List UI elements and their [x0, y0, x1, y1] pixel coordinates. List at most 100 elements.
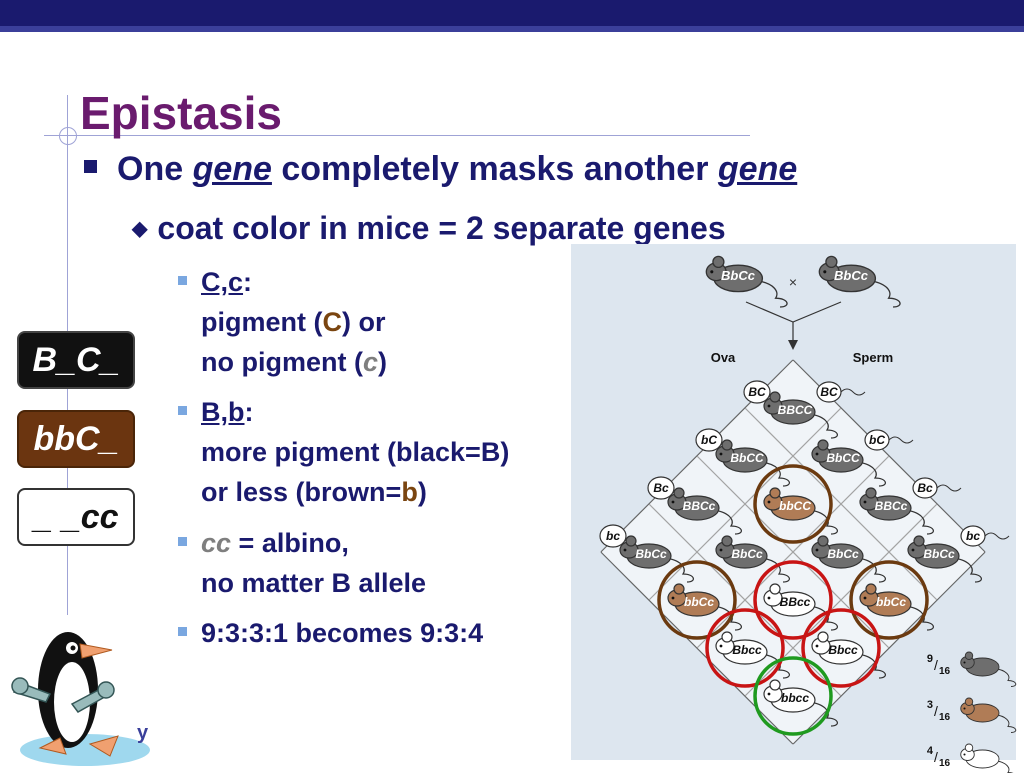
- offspring-mouse-15: [715, 631, 790, 679]
- sub1-allele-C: C: [322, 307, 343, 337]
- highlight-ring-15: [705, 608, 785, 688]
- offspring-mouse-5: [763, 487, 838, 535]
- offspring-mouse-12: [763, 583, 838, 631]
- offspring-mouse-6: [667, 487, 742, 535]
- genotype-box-black: B_C_: [17, 331, 135, 389]
- sub3-line1b: = albino,: [231, 528, 349, 558]
- bullet1-text-a: One: [117, 150, 193, 188]
- offspring-mouse-7: [907, 535, 982, 583]
- parent-mouse-1: [705, 255, 788, 308]
- offspring-genotype-11: bbCc: [876, 595, 906, 609]
- offspring-genotype-15: Bbcc: [732, 643, 762, 657]
- ova-gamete-circle-4: [599, 524, 627, 548]
- sub3-line2: no matter B allele: [201, 568, 427, 598]
- sub1-allele-c: c: [362, 347, 379, 377]
- bullet1-gene-2: gene: [717, 150, 798, 188]
- top-banner: [0, 0, 1024, 26]
- sperm-tail-1: [840, 388, 866, 396]
- offspring-genotype-16: bbcc: [781, 691, 809, 705]
- highlight-ring-13: [657, 560, 737, 640]
- offspring-mouse-10: [619, 535, 694, 583]
- ova-gamete-1: BC: [748, 385, 766, 399]
- sperm-gamete-2: bC: [869, 433, 885, 447]
- offspring-mouse-11: [859, 583, 934, 631]
- ratio-denominator-3: 16: [939, 758, 951, 769]
- sub2-allele-b: b: [401, 477, 418, 507]
- offspring-mouse-4: [859, 487, 934, 535]
- sub1-line3b: ): [378, 347, 388, 377]
- sperm-label: Sperm: [853, 350, 893, 365]
- sperm-gamete-4: bc: [966, 529, 980, 543]
- offspring-mouse-13: [667, 583, 742, 631]
- cross-lines: [745, 301, 842, 323]
- cross-symbol: ×: [789, 274, 797, 290]
- slide-title: Epistasis: [80, 87, 282, 139]
- highlight-ring-14: [801, 608, 881, 688]
- bullet-level1: One gene completely masks another gene: [84, 150, 797, 189]
- ratio-slash-1: /: [934, 657, 938, 673]
- offspring-genotype-1: BBCC: [778, 403, 813, 417]
- sub2-line2b: ): [500, 437, 510, 467]
- decor-crosshair-circle: [59, 127, 77, 145]
- highlight-ring-5: [753, 464, 833, 544]
- decor-horizontal-line: [44, 135, 750, 136]
- sub4-text: 9:3:3:1 becomes 9:3:4: [201, 618, 484, 648]
- bullet1-gene-1: gene: [192, 150, 272, 188]
- cross-arrow-head: [788, 340, 798, 350]
- footer-text: y: [137, 722, 149, 744]
- small-square-bullet-icon: [178, 406, 187, 415]
- sub1-line2a: pigment (: [201, 307, 323, 337]
- offspring-genotype-2: BbCC: [826, 451, 860, 465]
- ova-gamete-2: bC: [701, 433, 717, 447]
- parent-mouse-2: [818, 255, 901, 308]
- offspring-genotype-7: BbCc: [923, 547, 955, 561]
- ratio-numerator-2: 3: [927, 699, 933, 711]
- ratio-numerator-1: 9: [927, 653, 933, 665]
- ova-gamete-circle-2: [695, 428, 723, 452]
- sub2-line3a: or less (brown=: [201, 477, 402, 507]
- offspring-genotype-4: BBCc: [875, 499, 908, 513]
- highlight-ring-16: [753, 656, 833, 736]
- ratio-mouse-3: [960, 743, 1014, 773]
- sub2-colon: :: [244, 397, 254, 427]
- highlight-ring-12: [753, 560, 833, 640]
- sub2-line2a: more pigment (black=: [201, 437, 481, 467]
- ratio-numerator-3: 4: [927, 745, 934, 757]
- sperm-gamete-3: Bc: [917, 481, 933, 495]
- sub-bullet-cc: cc = albino, no matter B allele: [178, 523, 426, 603]
- offspring-mouse-8: [811, 535, 886, 583]
- offspring-genotype-8: BbCc: [827, 547, 859, 561]
- parent-genotype-2: BbCc: [834, 268, 869, 283]
- ratio-mouse-1: [960, 651, 1017, 687]
- sperm-tail-2: [888, 436, 914, 444]
- parent-genotype-1: BbCc: [721, 268, 756, 283]
- ratio-denominator-2: 16: [939, 712, 951, 723]
- offspring-genotype-6: BBCc: [683, 499, 716, 513]
- highlight-ring-11: [849, 560, 929, 640]
- sub1-line3a: no pigment (: [201, 347, 363, 377]
- sub2-allele-B: B: [480, 437, 501, 467]
- small-square-bullet-icon: [178, 627, 187, 636]
- sub1-label: C,c: [201, 267, 244, 297]
- ova-gamete-circle-3: [647, 476, 675, 500]
- ova-label: Ova: [711, 350, 736, 365]
- offspring-genotype-5: bbCC: [779, 499, 811, 513]
- small-square-bullet-icon: [178, 537, 187, 546]
- genotype-box-albino: _ _cc: [17, 488, 135, 546]
- ova-gamete-circle-1: [743, 380, 771, 404]
- ratio-mouse-2: [960, 697, 1017, 733]
- sub-bullet-c: C,c: pigment (C) or no pigment (c): [178, 262, 387, 382]
- offspring-mouse-16: [763, 679, 838, 727]
- offspring-genotype-12: BBcc: [780, 595, 811, 609]
- offspring-genotype-13: bbCc: [684, 595, 714, 609]
- sub-bullet-ratio: 9:3:3:1 becomes 9:3:4: [178, 613, 483, 653]
- top-banner-stripe: [0, 26, 1024, 32]
- diamond-bullet-icon: ◆: [132, 218, 148, 240]
- sub3-cc: cc: [201, 528, 232, 558]
- bullet2-text: coat color in mice = 2 separate genes: [157, 210, 726, 246]
- sperm-tail-4: [984, 532, 1010, 540]
- sperm-tail-3: [936, 484, 962, 492]
- genotype-box-brown: bbC_: [17, 410, 135, 468]
